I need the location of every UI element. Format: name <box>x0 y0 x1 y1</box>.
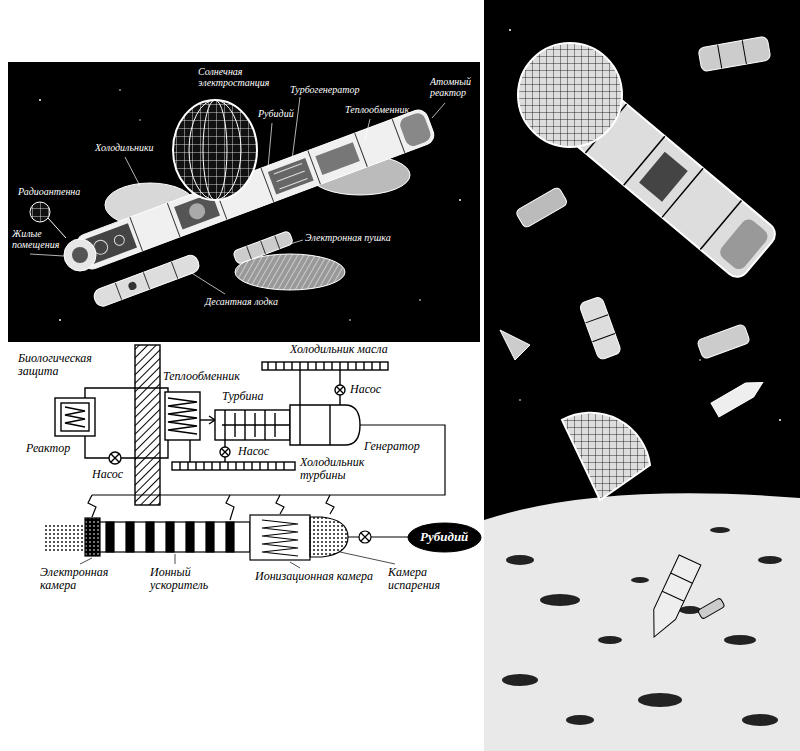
power-schematic <box>55 345 445 520</box>
debris <box>500 330 530 360</box>
part-label: Камера испарения <box>388 566 448 592</box>
landing-boat <box>92 253 201 308</box>
planet <box>484 493 800 751</box>
leader-line <box>30 97 445 294</box>
generator-symbol <box>290 405 360 445</box>
part-label: Рубидий <box>258 108 294 119</box>
part-label: Солнечная электростанция <box>198 66 280 88</box>
ionization-chamber <box>250 515 310 560</box>
solar-dish <box>173 100 257 200</box>
oil-cooler <box>262 362 388 370</box>
biological-shield <box>135 345 160 505</box>
pump-symbol <box>335 385 345 395</box>
pump-symbol <box>220 447 230 457</box>
electron-gun <box>233 230 294 264</box>
evaporation-chamber <box>310 517 348 557</box>
part-label: Насос <box>238 445 269 458</box>
part-label: Турбина <box>222 390 264 403</box>
broken-dish <box>562 413 650 500</box>
pipe <box>300 370 340 405</box>
reactor-symbol <box>55 398 95 436</box>
tank-shape <box>408 523 481 552</box>
part-label: Насос <box>92 468 123 481</box>
part-label: Жилые помещения <box>12 228 64 250</box>
part-label: Генератор <box>364 440 420 453</box>
station-sphere <box>518 43 622 147</box>
leader-line <box>80 552 395 568</box>
fuel-tank: Рубидий <box>407 522 482 552</box>
part-label: Биологическая защита <box>18 352 118 378</box>
heat-exchanger <box>165 392 200 440</box>
part-label: Десантная лодка <box>205 296 278 307</box>
part-label: Теплообменник <box>163 370 240 383</box>
part-label: Теплообменник <box>345 104 409 115</box>
ion-plume <box>45 524 85 552</box>
part-label: Атомный реактор <box>430 76 478 98</box>
part-label: Холодильники <box>95 142 154 153</box>
pipe <box>200 419 215 420</box>
part-label: Реактор <box>26 442 70 455</box>
electron-chamber <box>85 518 100 556</box>
part-label: Радиоантенна <box>18 186 80 197</box>
part-label: Насос <box>350 383 381 396</box>
debris <box>579 296 622 361</box>
part-label: Электронная пушка <box>305 232 391 243</box>
part-label: Холодильник масла <box>290 343 388 356</box>
crater <box>502 527 782 726</box>
pump-symbol <box>109 452 121 464</box>
rocket <box>643 555 701 642</box>
station-panel <box>484 0 800 751</box>
part-label: Ионизационная камера <box>255 570 373 583</box>
arrowhead <box>209 416 215 424</box>
ion-accelerator <box>100 522 250 552</box>
part-label: Холодильник турбины <box>300 456 380 482</box>
spacecraft-panel <box>8 62 480 342</box>
ion-thruster <box>45 515 410 560</box>
part-label: Турбогенератор <box>290 84 360 95</box>
part-label: Ионный ускоритель <box>150 566 220 592</box>
pipe <box>85 388 168 398</box>
part-label: Электронная камера <box>40 566 120 592</box>
debris <box>515 186 568 228</box>
debris <box>698 598 726 620</box>
tank-label: Рубидий <box>420 530 469 544</box>
debris <box>697 324 751 360</box>
debris <box>711 376 767 417</box>
debris <box>698 36 771 72</box>
turbine-cooler <box>172 462 295 470</box>
turbine-symbol <box>215 410 290 440</box>
power-wire <box>92 425 445 495</box>
pump-symbol <box>359 531 371 543</box>
pipe <box>85 436 168 458</box>
pipe <box>348 536 410 537</box>
